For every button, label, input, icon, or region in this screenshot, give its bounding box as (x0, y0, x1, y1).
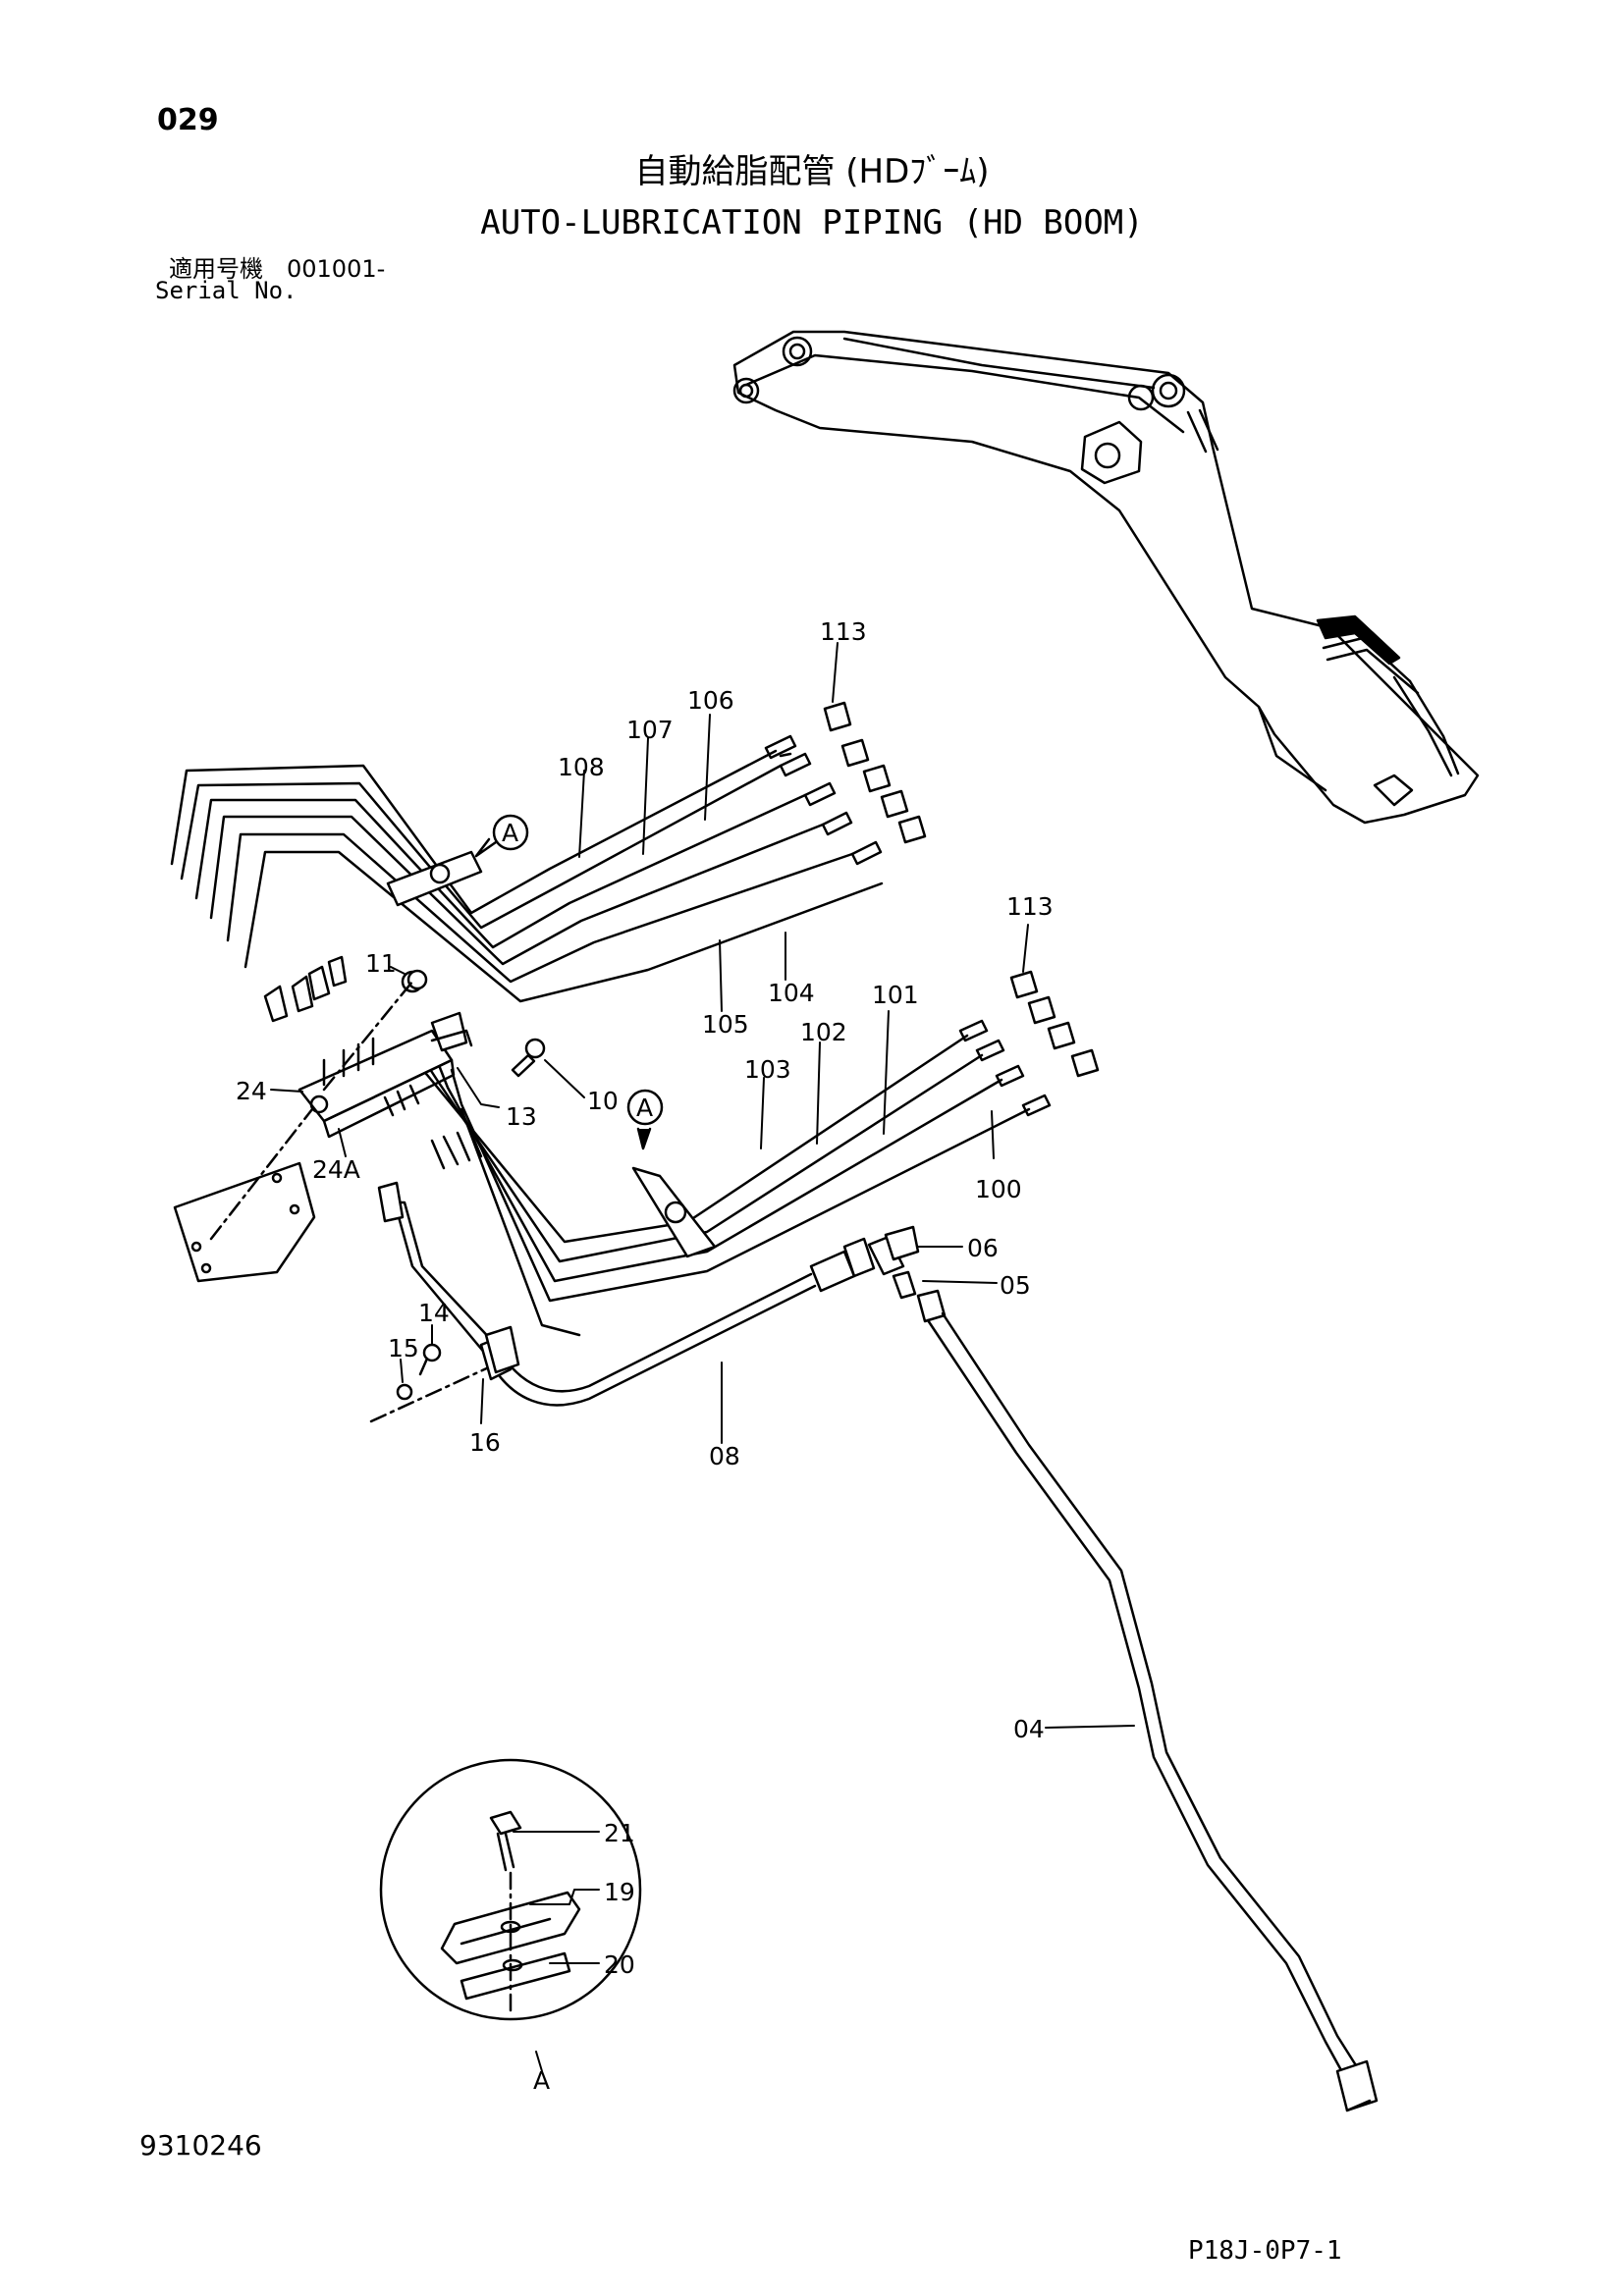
callout-102: 102 (800, 1018, 847, 1046)
hose-04 (926, 1311, 1379, 2112)
callout-05: 05 (1000, 1271, 1031, 1300)
lower-fittings (958, 970, 1100, 1117)
callout-04: 04 (1013, 1715, 1045, 1743)
callout-100: 100 (975, 1175, 1022, 1203)
callout-24: 24 (236, 1077, 267, 1105)
page-number: 029 (157, 103, 219, 137)
detail-reference-label-2: A (636, 1094, 653, 1122)
serial-label-japanese: 適用号機 001001- (169, 255, 386, 283)
title-english: AUTO-LUBRICATION PIPING (HD BOOM) (480, 203, 1144, 242)
mounting-bracket (173, 980, 493, 1423)
callout-20: 20 (604, 1950, 635, 1979)
clamp-upper (386, 850, 483, 907)
callout-19: 19 (604, 1878, 635, 1906)
sheet-code: P18J-0P7-1 (1188, 2236, 1342, 2266)
detail-reference-1 (474, 814, 529, 858)
upper-pipe-bundle (170, 749, 884, 1003)
title-japanese: 自動給脂配管 (HDﾌﾞｰﾑ) (634, 152, 990, 191)
hose-08 (377, 1181, 876, 1407)
bolts (406, 969, 546, 1078)
callout-21: 21 (604, 1819, 635, 1847)
detail-reference-label-1: A (502, 819, 518, 847)
clamp-lower (631, 1166, 717, 1258)
drawing-code: 9310246 (139, 2129, 262, 2162)
detail-view (379, 1758, 642, 2021)
callout-06: 06 (967, 1234, 999, 1262)
boom-piping-detail (1316, 614, 1460, 777)
callout-113-lower: 113 (1006, 892, 1054, 921)
callout-24a: 24A (312, 1155, 360, 1184)
detail-reference-2 (626, 1089, 664, 1150)
callout-08: 08 (709, 1442, 740, 1470)
distributor-block (263, 955, 483, 1170)
callout-13: 13 (506, 1102, 537, 1131)
callout-104: 104 (768, 979, 815, 1007)
callout-11: 11 (365, 949, 397, 978)
upper-fittings (764, 701, 927, 866)
detail-view-label: A (533, 2066, 550, 2095)
callout-106: 106 (687, 686, 734, 715)
clamp-16 (396, 1325, 520, 1401)
serial-label-english: Serial No. (155, 277, 298, 304)
callout-101: 101 (872, 981, 919, 1009)
boom-outline (732, 330, 1480, 825)
callout-103: 103 (744, 1055, 791, 1084)
callout-14: 14 (418, 1299, 450, 1327)
leader-lines (270, 642, 1135, 2072)
callout-15: 15 (388, 1334, 419, 1362)
callout-108: 108 (558, 753, 605, 781)
callout-107: 107 (626, 716, 674, 744)
elbow-fitting (867, 1225, 947, 1323)
callout-16: 16 (469, 1428, 501, 1457)
callout-10: 10 (587, 1087, 619, 1115)
callout-113-upper: 113 (820, 617, 867, 646)
callout-105: 105 (702, 1010, 749, 1039)
